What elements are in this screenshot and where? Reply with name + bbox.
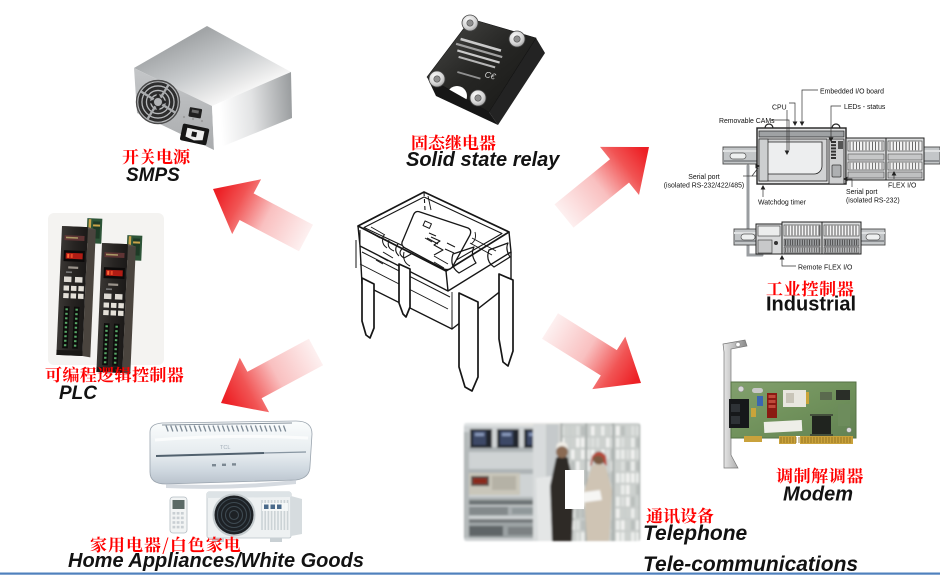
svg-text:Watchdog timer: Watchdog timer (758, 200, 807, 207)
svg-text:Serial port: Serial port (846, 189, 877, 196)
svg-text:PLC: PLC (59, 383, 97, 404)
svg-text:Home Appliances/White Goods: Home Appliances/White Goods (68, 550, 364, 572)
svg-text:C€: C€ (484, 69, 498, 82)
svg-text:Industrial: Industrial (766, 294, 856, 316)
svg-text:(isolated RS-232/422/485): (isolated RS-232/422/485) (664, 183, 744, 190)
svg-text:FLEX I/O: FLEX I/O (888, 183, 917, 190)
svg-text:SMPS: SMPS (126, 165, 180, 186)
svg-text:Telephone: Telephone (643, 522, 748, 545)
svg-text:Embedded I/O board: Embedded I/O board (820, 89, 884, 96)
svg-text:Tele-communications: Tele-communications (643, 553, 858, 576)
svg-text:Solid state relay: Solid state relay (406, 149, 560, 171)
svg-text:Remote FLEX I/O: Remote FLEX I/O (798, 265, 853, 272)
svg-text:(isolated RS-232): (isolated RS-232) (846, 198, 900, 205)
svg-text:TCL: TCL (220, 445, 230, 451)
svg-text:Removable CAMs: Removable CAMs (719, 118, 775, 125)
svg-text:Modem: Modem (783, 484, 853, 506)
svg-text:LEDs - status: LEDs - status (844, 104, 886, 111)
svg-text:Serial port: Serial port (688, 174, 719, 181)
svg-text:CPU: CPU (772, 105, 787, 112)
